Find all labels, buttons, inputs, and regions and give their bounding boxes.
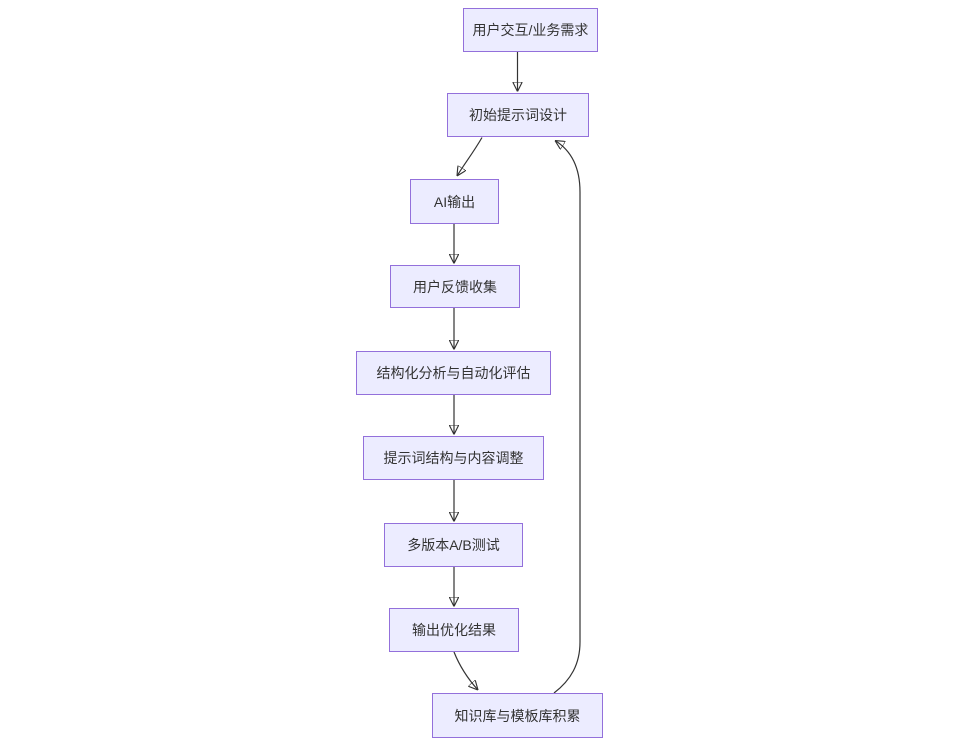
node-knowledge-base-template-library: 知识库与模板库积累 <box>432 693 603 738</box>
node-label: 提示词结构与内容调整 <box>383 450 524 466</box>
node-label: 输出优化结果 <box>412 622 496 638</box>
node-user-feedback-collection: 用户反馈收集 <box>390 265 520 308</box>
node-label: 用户反馈收集 <box>413 278 497 295</box>
node-structured-analysis-automated-evaluation: 结构化分析与自动化评估 <box>356 351 551 395</box>
edge-initial-design-to-ai-output-arrow <box>457 137 483 177</box>
node-ai-output: AI输出 <box>410 179 499 224</box>
node-label: 多版本A/B测试 <box>407 537 500 553</box>
node-label: 初始提示词设计 <box>469 107 567 123</box>
node-user-interaction-business-requirements: 用户交互/业务需求 <box>463 8 598 52</box>
edge-knowledge-base-to-initial-design-feedback-loop-arrow <box>553 141 581 694</box>
node-multi-version-ab-testing: 多版本A/B测试 <box>384 523 523 567</box>
node-label: 结构化分析与自动化评估 <box>376 365 531 381</box>
node-label: 用户交互/业务需求 <box>472 22 589 38</box>
edge-optimized-output-to-knowledge-base-arrow <box>453 651 478 690</box>
node-output-optimized-results: 输出优化结果 <box>389 608 519 652</box>
node-prompt-structure-content-adjustment: 提示词结构与内容调整 <box>363 436 544 480</box>
node-label: AI输出 <box>433 193 476 210</box>
node-initial-prompt-design: 初始提示词设计 <box>447 93 589 137</box>
node-label: 知识库与模板库积累 <box>454 707 581 724</box>
